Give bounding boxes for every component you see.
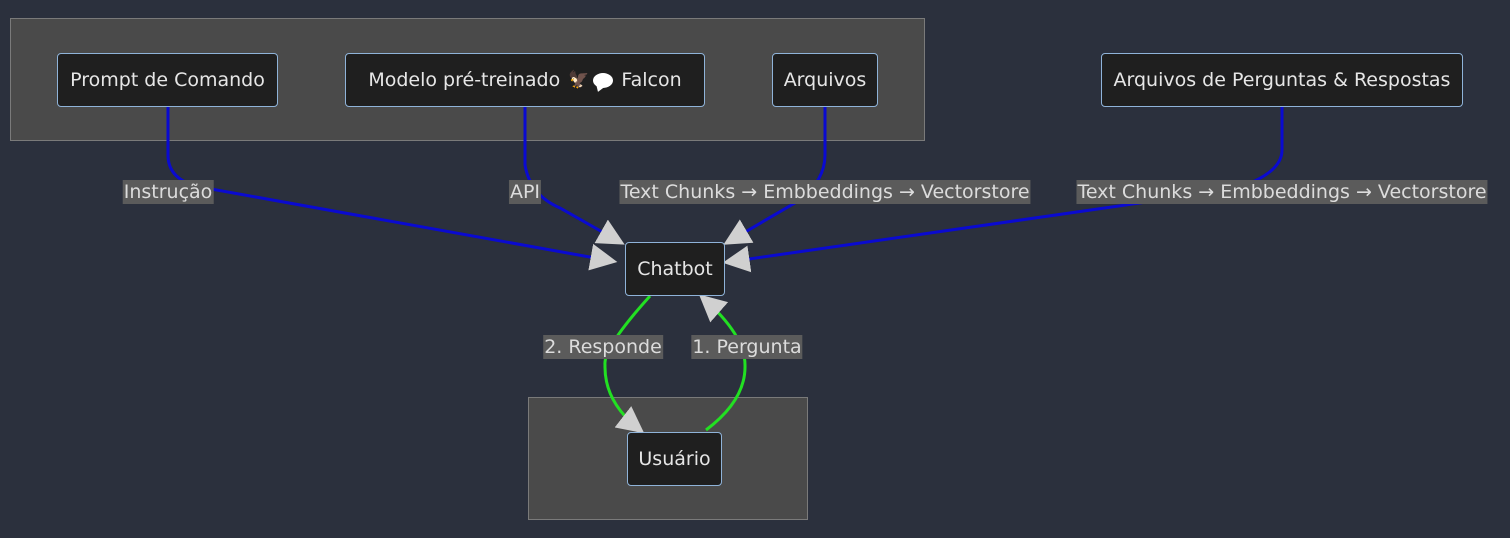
- usuario-label: Usuário: [638, 448, 711, 470]
- arquivos-label: Arquivos: [783, 69, 867, 91]
- edge-label-chunks-arquivos: Text Chunks → Embbeddings → Vectorstore: [619, 180, 1031, 204]
- usuario-node[interactable]: Usuário: [627, 432, 722, 486]
- edge-arquivos-to-chatbot: [723, 107, 827, 245]
- edge-label-pergunta: 1. Pergunta: [691, 335, 803, 359]
- arquivos-qa-label: Arquivos de Perguntas & Respostas: [1113, 69, 1451, 91]
- arquivos-qa-node[interactable]: Arquivos de Perguntas & Respostas: [1101, 53, 1463, 107]
- edge-prompt-to-chatbot: [166, 107, 618, 271]
- arquivos-node[interactable]: Arquivos: [772, 53, 878, 107]
- speech-bubble-icon: [593, 72, 614, 88]
- edge-label-instrucao: Instrução: [122, 180, 214, 204]
- edge-label-chunks-qa: Text Chunks → Embbeddings → Vectorstore: [1076, 180, 1488, 204]
- prompt-de-comando-node[interactable]: Prompt de Comando: [57, 53, 278, 107]
- modelo-label-prefix: Modelo pré-treinado: [368, 69, 561, 91]
- prompt-de-comando-label: Prompt de Comando: [70, 69, 265, 91]
- edge-usuario-to-chatbot: [698, 294, 747, 432]
- edge-label-responde: 2. Responde: [543, 335, 663, 359]
- falcon-icon: 🦅: [568, 70, 590, 90]
- edge-label-api: API: [508, 180, 542, 204]
- edge-modelo-to-chatbot: [523, 107, 625, 245]
- modelo-falcon-node[interactable]: Modelo pré-treinado 🦅 Falcon: [345, 53, 705, 107]
- edge-chatbot-to-usuario: [603, 294, 652, 434]
- chatbot-label: Chatbot: [637, 258, 713, 280]
- modelo-label-suffix: Falcon: [621, 69, 682, 91]
- chatbot-node[interactable]: Chatbot: [625, 242, 725, 296]
